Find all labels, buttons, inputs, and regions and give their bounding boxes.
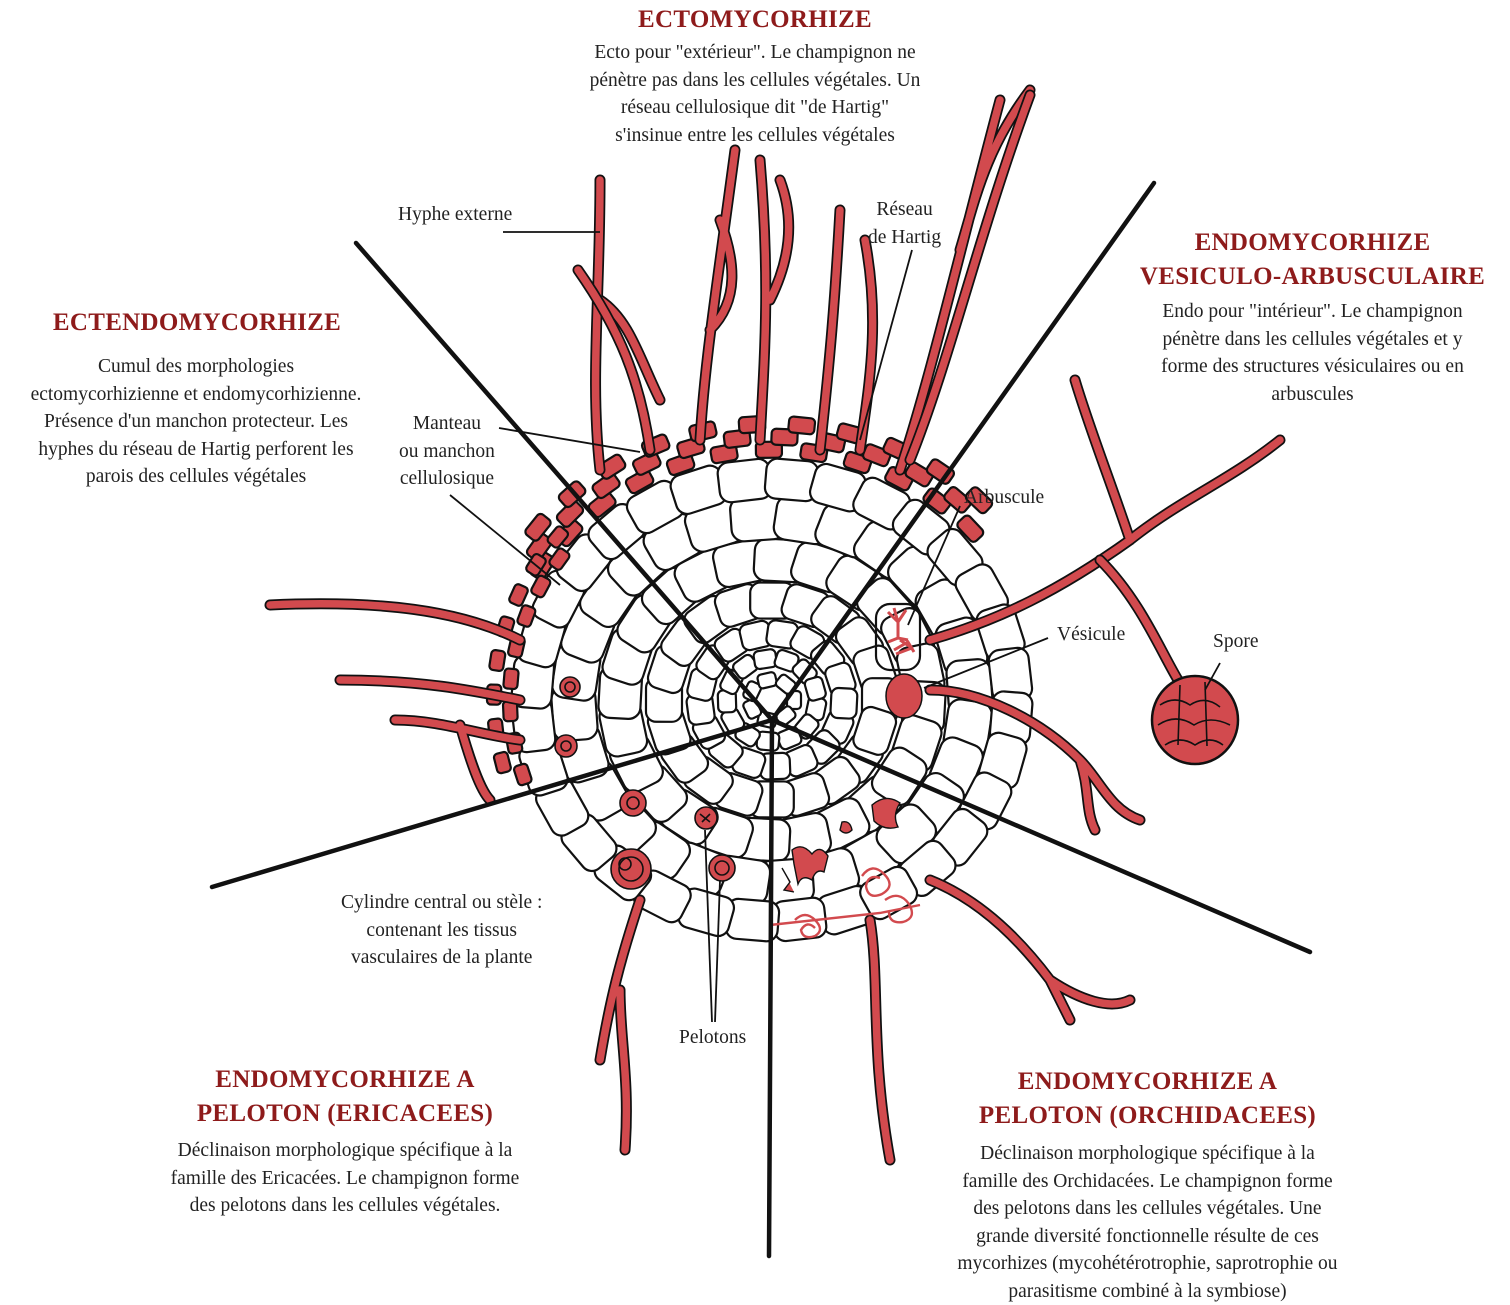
plant-cell: [753, 649, 777, 670]
label-spore: Spore: [1213, 628, 1259, 656]
spore-shape: [1152, 676, 1238, 764]
plant-cell: [804, 676, 827, 702]
label-pelotons: Pelotons: [679, 1024, 746, 1052]
hypha: [600, 900, 640, 1150]
plant-cell: [716, 458, 772, 504]
desc-ectendomycorhize: Cumul des morphologies ectomycorhizienne…: [0, 353, 392, 491]
plant-cell: [757, 671, 778, 689]
title-ectomycorhize: ECTOMYCORHIZE: [555, 3, 955, 37]
label-manteau: Manteau ou manchon cellulosique: [399, 410, 495, 493]
plant-cell: [508, 583, 529, 607]
title-endomycorhize-va: ENDOMYCORHIZE VESICULO-ARBUSCULAIRE: [1115, 226, 1510, 294]
desc-endomycorhize-va: Endo pour "intérieur". Le champignon pén…: [1115, 298, 1510, 408]
desc-ericacees: Déclinaison morphologique spécifique à l…: [125, 1137, 565, 1220]
plant-cell: [788, 416, 815, 435]
desc-ectomycorhize: Ecto pour "extérieur". Le champignon ne …: [505, 39, 1005, 149]
label-vesicule: Vésicule: [1057, 621, 1125, 649]
plant-cell: [493, 751, 511, 774]
label-hyphe-externe: Hyphe externe: [398, 201, 512, 229]
label-arbuscule: Arbuscule: [964, 484, 1044, 512]
hypha: [910, 95, 1030, 460]
title-orchidacees: ENDOMYCORHIZE A PELOTON (ORCHIDACEES): [925, 1065, 1370, 1133]
title-ericacees: ENDOMYCORHIZE A PELOTON (ERICACEES): [145, 1063, 545, 1131]
label-cylindre-central: Cylindre central ou stèle : contenant le…: [341, 889, 542, 972]
plant-cell: [503, 668, 519, 689]
hypha: [700, 150, 735, 440]
plant-cell: [489, 650, 506, 672]
title-ectendomycorhize: ECTENDOMYCORHIZE: [0, 306, 397, 340]
desc-orchidacees: Déclinaison morphologique spécifique à l…: [905, 1140, 1390, 1305]
plant-cell: [830, 688, 857, 719]
vesicule-shape: [886, 674, 922, 718]
label-reseau-hartig: Réseau de Hartig: [868, 196, 941, 251]
